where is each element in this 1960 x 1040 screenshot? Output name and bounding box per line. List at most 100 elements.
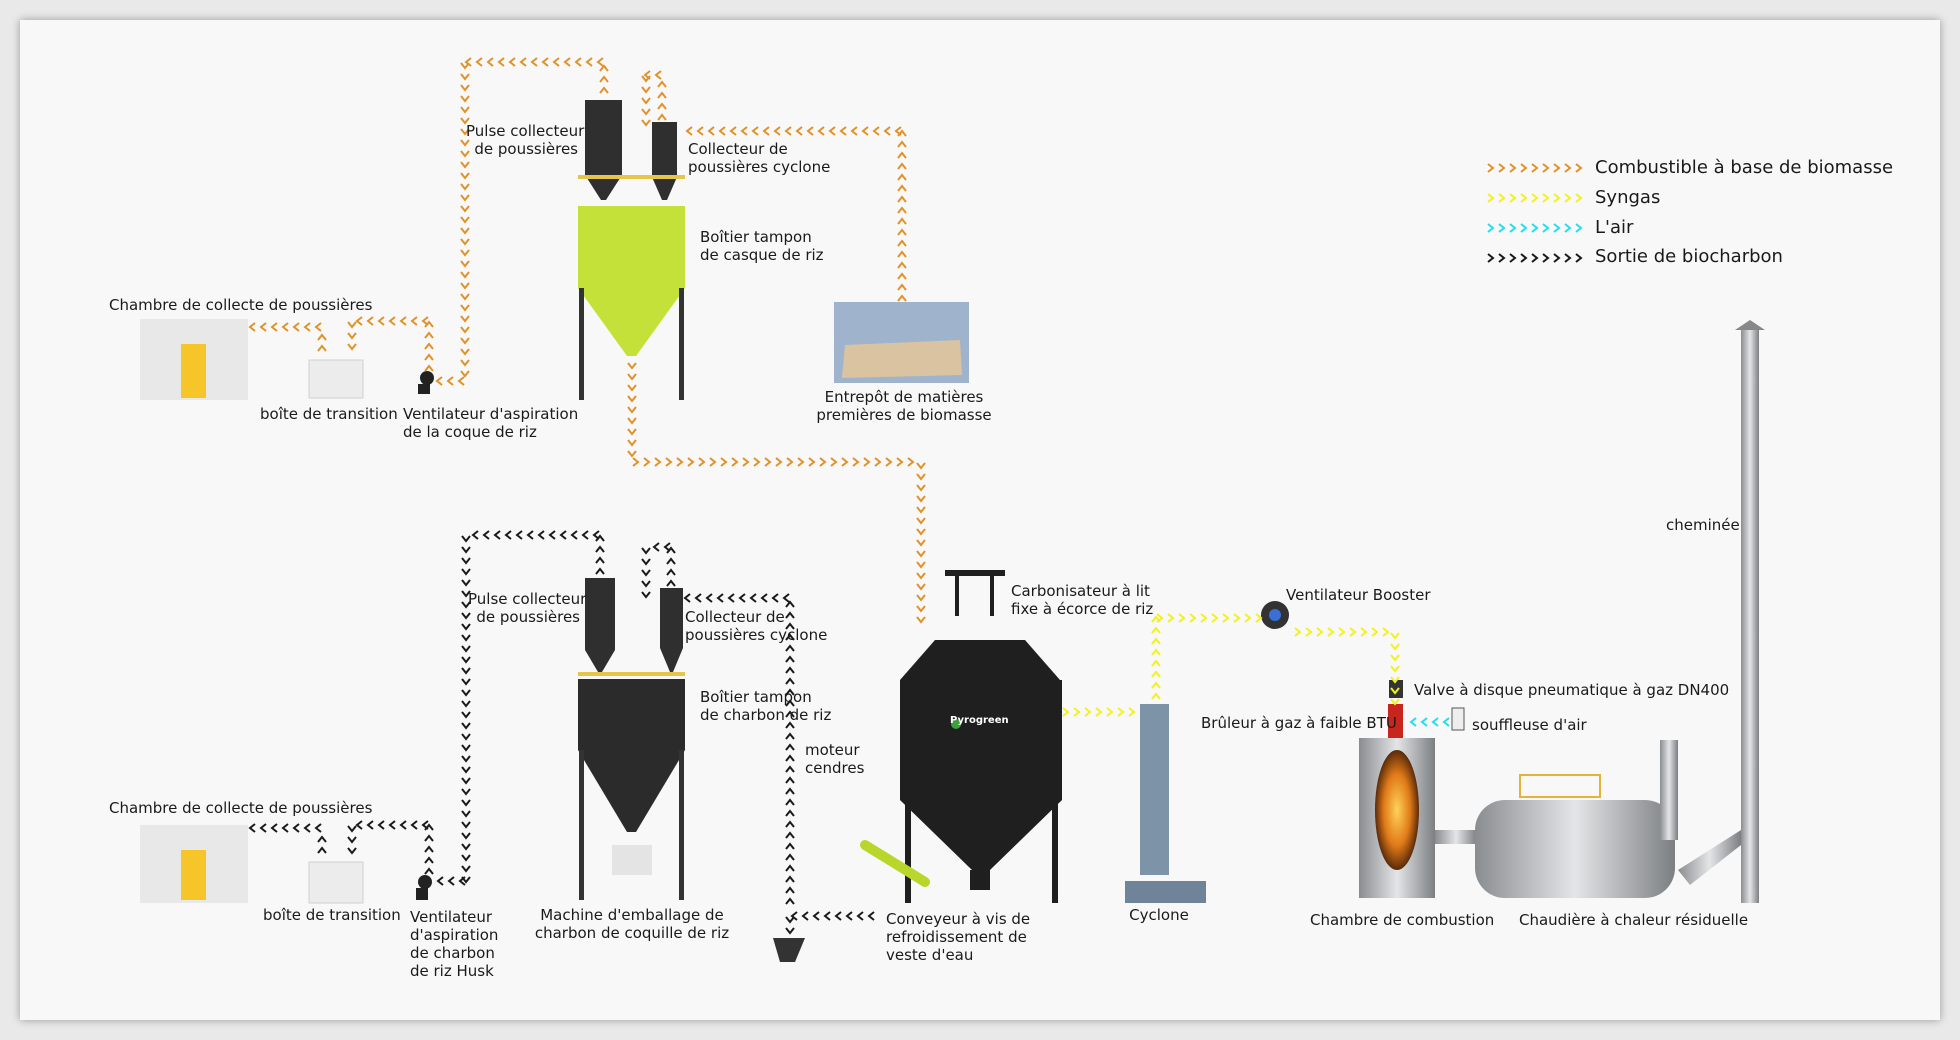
flow-chevron (897, 283, 907, 291)
flow-chevron (281, 823, 289, 833)
label-warehouse: Entrepôt de matières premières de biomas… (816, 388, 992, 424)
flow-biochar (436, 530, 605, 886)
flow-chevron (1509, 253, 1517, 263)
flow-chevron (916, 572, 926, 580)
flow-chevron (461, 777, 471, 785)
flow-chevron (424, 342, 434, 350)
flow-chevron (460, 271, 470, 279)
flow-chevron (599, 75, 609, 83)
flow-chevron (399, 820, 407, 830)
flow-chevron (486, 57, 494, 67)
flow-chevron (461, 832, 471, 840)
flow-chevron (461, 634, 471, 642)
flow-chevron (1062, 707, 1070, 717)
flow-chevron (654, 70, 662, 80)
flow-chevron (666, 579, 676, 587)
flow-chevron (785, 897, 795, 905)
flow-chevron (694, 593, 702, 603)
flow-chevron (657, 91, 667, 99)
flow-chevron (574, 57, 582, 67)
flow-biomass (347, 316, 434, 372)
flow-chevron (552, 57, 560, 67)
transition-box-top (308, 359, 364, 399)
flow-chevron (1498, 253, 1506, 263)
flow-chevron (292, 322, 300, 332)
flow-chevron (1151, 659, 1161, 667)
label-booster-fan: Ventilateur Booster (1286, 586, 1431, 604)
flow-chevron (861, 126, 869, 136)
flow-chevron (883, 126, 891, 136)
flow-chevron (764, 457, 772, 467)
flow-chevron (627, 362, 637, 370)
flow-chevron (641, 547, 651, 555)
legend-arrow-syngas (1487, 193, 1583, 203)
flow-chevron (685, 126, 693, 136)
flow-biochar (248, 823, 327, 854)
dust-chamber-bottom (140, 825, 248, 903)
flow-chevron (1509, 163, 1517, 173)
flow-chevron (819, 457, 827, 467)
flow-chevron (897, 151, 907, 159)
flow-chevron (303, 823, 311, 833)
flow-chevron (1327, 627, 1335, 637)
flow-chevron (785, 809, 795, 817)
flow-chevron (753, 457, 761, 467)
ash-hopper (773, 938, 805, 962)
flow-chevron (716, 593, 724, 603)
flow-chevron (797, 457, 805, 467)
flow-chevron (1531, 193, 1539, 203)
flow-chevron (1360, 627, 1368, 637)
flow-chevron (897, 162, 907, 170)
flow-biomass (435, 57, 609, 386)
flow-chevron (641, 86, 651, 94)
flow-chevron (641, 591, 651, 599)
flow-chevron (1222, 613, 1230, 623)
flow-chevron (806, 126, 814, 136)
flow-chevron (641, 75, 651, 83)
legend-arrow-air (1487, 223, 1583, 233)
flow-chevron (461, 788, 471, 796)
flow-chevron (1564, 193, 1572, 203)
dust-chamber-top (140, 319, 248, 400)
flow-chevron (460, 62, 470, 70)
label-air-blower: souffleuse d'air (1472, 716, 1587, 734)
flow-chevron (1575, 253, 1583, 263)
flow-chevron (461, 689, 471, 697)
legend-syngas: Syngas (1595, 187, 1661, 208)
flow-chevron (461, 843, 471, 851)
flow-chevron (599, 86, 609, 94)
flow-chevron (493, 530, 501, 540)
flow-chevron (785, 765, 795, 773)
flow-chevron (461, 733, 471, 741)
flow-chevron (424, 331, 434, 339)
flow-chevron (627, 417, 637, 425)
flow-chevron (720, 457, 728, 467)
flow-chevron (641, 97, 651, 105)
flow-chevron (1390, 698, 1400, 706)
flow-chevron (530, 57, 538, 67)
flow-chevron (461, 667, 471, 675)
low-btu-burner (1388, 704, 1403, 738)
flow-chevron (1117, 707, 1125, 717)
flow-chevron (874, 457, 882, 467)
flow-chevron (482, 530, 490, 540)
flow-chevron (461, 601, 471, 609)
flow-chevron (519, 57, 527, 67)
flow-chevron (1575, 193, 1583, 203)
flow-chevron (460, 205, 470, 213)
flow-chevron (559, 530, 567, 540)
flow-chevron (897, 140, 907, 148)
flow-biochar (785, 911, 875, 935)
flow-chevron (785, 611, 795, 619)
flow-chevron (1167, 613, 1175, 623)
flow-chevron (830, 457, 838, 467)
flow-chevron (784, 126, 792, 136)
flow-chevron (377, 820, 385, 830)
flow-chevron (585, 57, 593, 67)
legend-arrow-biomass (1487, 163, 1583, 173)
flow-chevron (907, 457, 915, 467)
flow-biochar (641, 542, 676, 599)
flow-chevron (461, 557, 471, 565)
flow-chevron (460, 359, 470, 367)
flow-chevron (698, 457, 706, 467)
